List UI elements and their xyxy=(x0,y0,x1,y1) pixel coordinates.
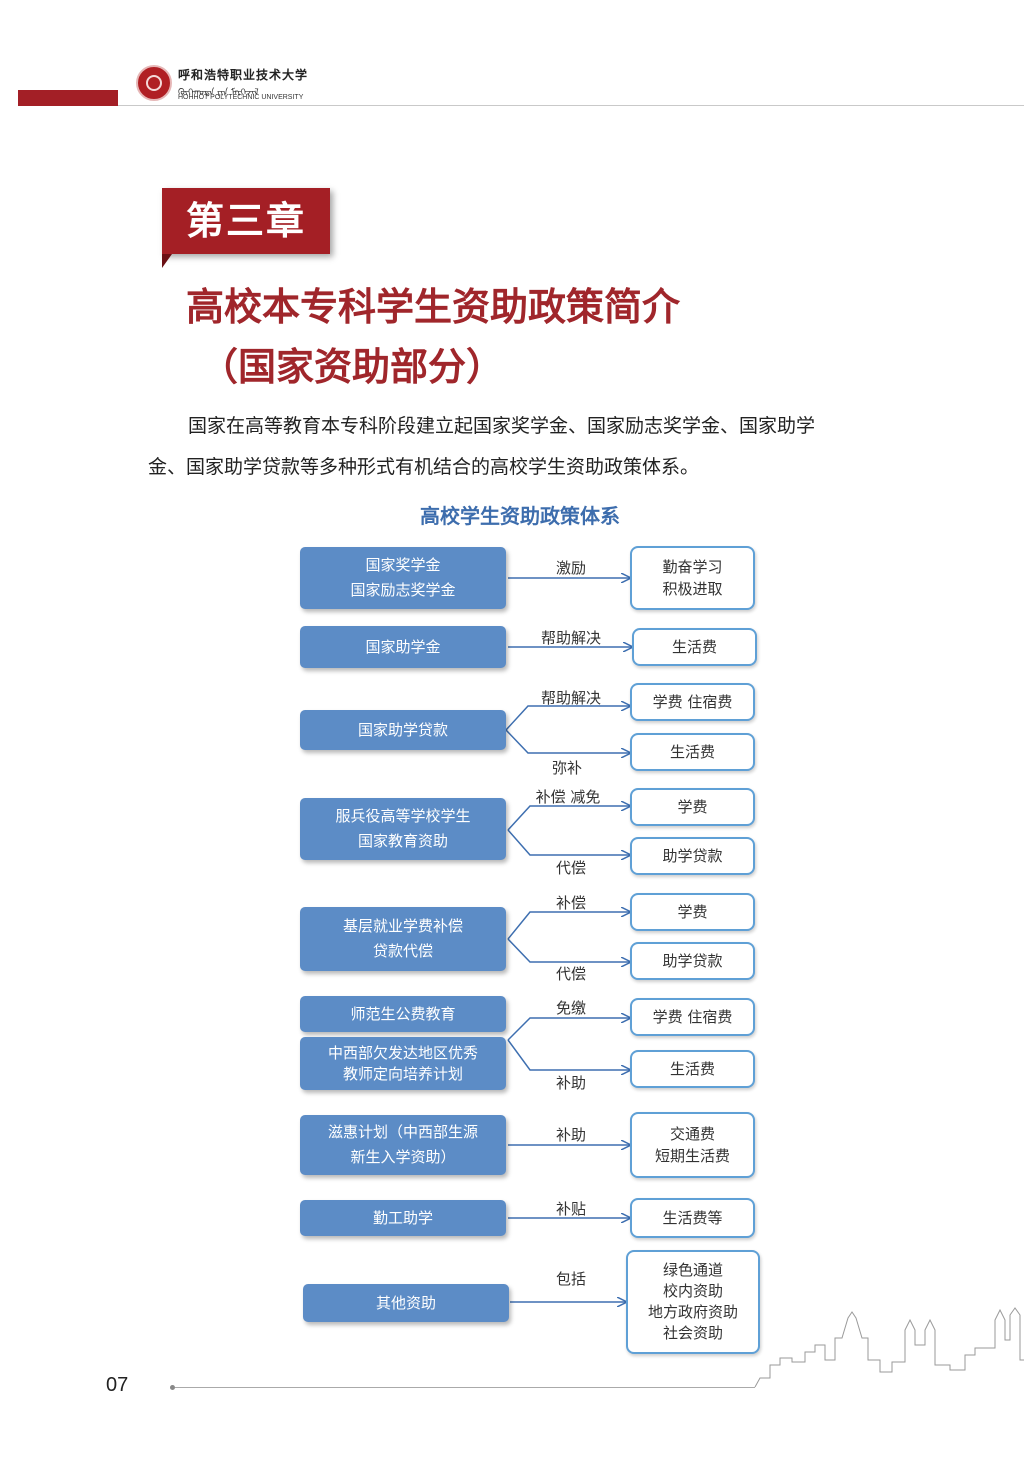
edge-label: 补贴 xyxy=(555,1200,586,1218)
outcome-box: 助学贷款 xyxy=(630,942,755,980)
policy-box-scholarship: 国家奖学金 国家励志奖学金 xyxy=(300,547,506,609)
header-accent-bar xyxy=(18,90,118,106)
policy-box-normal-student: 师范生公费教育 xyxy=(300,996,506,1032)
edge-label: 帮助解决 xyxy=(540,629,601,647)
edge-label: 激励 xyxy=(555,559,586,577)
outcome-box: 学费 xyxy=(630,893,755,931)
policy-box-benefit-plan: 滋惠计划（中西部生源 新生入学资助） xyxy=(300,1115,506,1175)
outcome-box: 助学贷款 xyxy=(630,837,755,875)
edge-label: 代偿 xyxy=(555,859,586,877)
outcome-box: 交通费 短期生活费 xyxy=(630,1112,755,1178)
chapter-title-line1: 高校本专科学生资助政策简介 xyxy=(186,284,681,329)
outcome-box: 生活费 xyxy=(632,628,757,666)
outcome-box: 勤奋学习 积极进取 xyxy=(630,546,755,610)
edge-label: 代偿 xyxy=(555,965,586,983)
edge-line xyxy=(505,706,630,731)
edge-label: 补偿 xyxy=(555,894,586,912)
edge-line xyxy=(507,806,630,831)
outcome-box: 绿色通道 校内资助 地方政府资助 社会资助 xyxy=(626,1250,760,1354)
footer-rule xyxy=(175,1387,755,1388)
edge-line xyxy=(507,1018,630,1041)
intro-line1: 国家在高等教育本专科阶段建立起国家奖学金、国家励志奖学金、国家助学 xyxy=(188,415,816,437)
policy-box-grassroots: 基层就业学费补偿 贷款代偿 xyxy=(300,907,506,971)
policy-box-loan: 国家助学贷款 xyxy=(300,710,506,750)
edge-label: 补助 xyxy=(555,1074,586,1092)
chapter-tab-fold xyxy=(162,254,172,268)
edge-line xyxy=(507,938,630,962)
edge-label: 补偿 减免 xyxy=(535,788,601,806)
diagram-title: 高校学生资助政策体系 xyxy=(420,504,620,528)
page-number: 07 xyxy=(106,1374,129,1396)
outcome-box: 生活费 xyxy=(630,733,755,771)
outcome-box: 学费 住宿费 xyxy=(630,998,755,1036)
school-name-en: HOHHOT POLYTECHNIC UNIVERSITY xyxy=(178,94,304,101)
policy-box-work-study: 勤工助学 xyxy=(300,1200,506,1236)
policy-box-teacher-plan: 中西部欠发达地区优秀 教师定向培养计划 xyxy=(300,1037,506,1090)
policy-box-grant: 国家助学金 xyxy=(300,626,506,668)
chapter-label: 第三章 xyxy=(162,188,330,254)
outcome-box: 生活费 xyxy=(630,1050,755,1088)
edge-line xyxy=(507,829,630,855)
edge-label: 补助 xyxy=(555,1126,586,1144)
school-name-mn: ᠬᠥᠬᠡᠬᠣᠲᠠ ᠶᠢᠨ ᠮᠡᠷᠭᠡᠵᠢᠯ xyxy=(178,88,259,98)
outcome-box: 学费 xyxy=(630,788,755,826)
school-name-cn: 呼和浩特职业技术大学 xyxy=(178,68,309,82)
chapter-title-line2: （国家资助部分） xyxy=(200,344,505,389)
policy-box-other: 其他资助 xyxy=(303,1284,509,1322)
footer-dot xyxy=(170,1385,175,1390)
edge-label: 弥补 xyxy=(551,759,582,777)
edge-line xyxy=(507,1039,630,1070)
edge-line xyxy=(505,729,630,753)
school-logo-icon xyxy=(136,65,172,101)
header-rule xyxy=(118,105,1024,106)
edge-label: 帮助解决 xyxy=(540,689,601,707)
edge-label: 包括 xyxy=(555,1270,586,1288)
policy-box-military: 服兵役高等学校学生 国家教育资助 xyxy=(300,798,506,860)
intro-line2: 金、国家助学贷款等多种形式有机结合的高校学生资助政策体系。 xyxy=(148,456,700,478)
edge-label: 免缴 xyxy=(555,999,586,1017)
outcome-box: 学费 住宿费 xyxy=(630,683,755,721)
outcome-box: 生活费等 xyxy=(630,1198,755,1238)
skyline-icon xyxy=(754,1307,1024,1388)
edge-line xyxy=(507,912,630,940)
